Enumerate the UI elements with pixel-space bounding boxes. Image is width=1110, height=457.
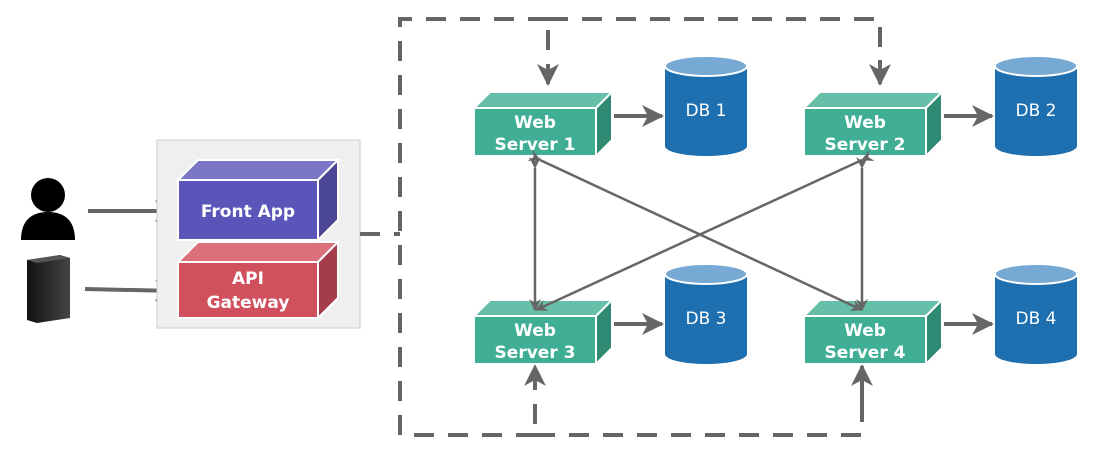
web-server-label-line2: Server 2	[825, 135, 906, 155]
web-server-label-line1: Web	[514, 321, 556, 341]
user-icon	[21, 178, 75, 240]
api-gateway-label-line1: API	[232, 269, 264, 289]
web-server-label-line2: Server 1	[495, 135, 576, 155]
web-server-label-line1: Web	[844, 321, 886, 341]
web-server-label-line2: Server 4	[825, 343, 906, 363]
database-label: DB 4	[1016, 309, 1057, 329]
api-gateway-label-line2: Gateway	[207, 293, 290, 313]
web-server-label-line2: Server 3	[495, 343, 576, 363]
server-mesh	[527, 149, 875, 312]
server-icon	[27, 255, 70, 323]
front-app-label: Front App	[201, 202, 295, 222]
ws2-ws3-link	[535, 149, 875, 312]
api-gateway-box[interactable]: API Gateway	[175, 239, 341, 321]
front-app-box[interactable]: Front App	[175, 157, 341, 243]
web-server-label-line1: Web	[514, 113, 556, 133]
database-label: DB 1	[686, 101, 727, 121]
database-4[interactable]: DB 4	[994, 263, 1078, 364]
cluster-dashed-connector	[398, 17, 882, 437]
database-3[interactable]: DB 3	[664, 263, 748, 364]
database-label: DB 3	[686, 309, 727, 329]
database-label: DB 2	[1016, 101, 1057, 121]
database-2[interactable]: DB 2	[994, 55, 1078, 156]
web-server-label-line1: Web	[844, 113, 886, 133]
database-1[interactable]: DB 1	[664, 55, 748, 156]
